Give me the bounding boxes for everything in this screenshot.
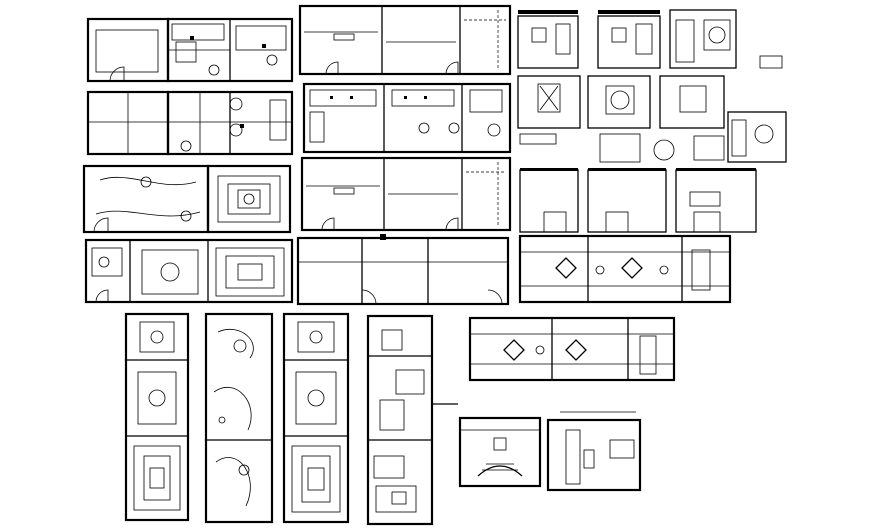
plan-b1 (298, 4, 512, 76)
vertical-plan-2 (204, 312, 274, 524)
plan-c2 (300, 156, 512, 232)
plan-c1 (82, 164, 292, 234)
detail-g (458, 416, 542, 488)
elevations-row3 (519, 168, 757, 233)
vertical-plan-4 (366, 314, 458, 526)
plan-a1 (86, 17, 294, 83)
detail-h (546, 411, 642, 492)
ceiling-plan-e (518, 234, 732, 304)
elevations-row1 (517, 9, 783, 69)
plan-d2 (296, 234, 510, 306)
elevations-row2 (517, 75, 787, 163)
plan-d1 (84, 238, 294, 304)
plan-a2 (86, 90, 294, 156)
vertical-plan-3 (282, 312, 350, 524)
plan-b2 (302, 82, 512, 154)
vertical-plan-1 (124, 312, 190, 522)
ceiling-plan-f (468, 316, 676, 382)
